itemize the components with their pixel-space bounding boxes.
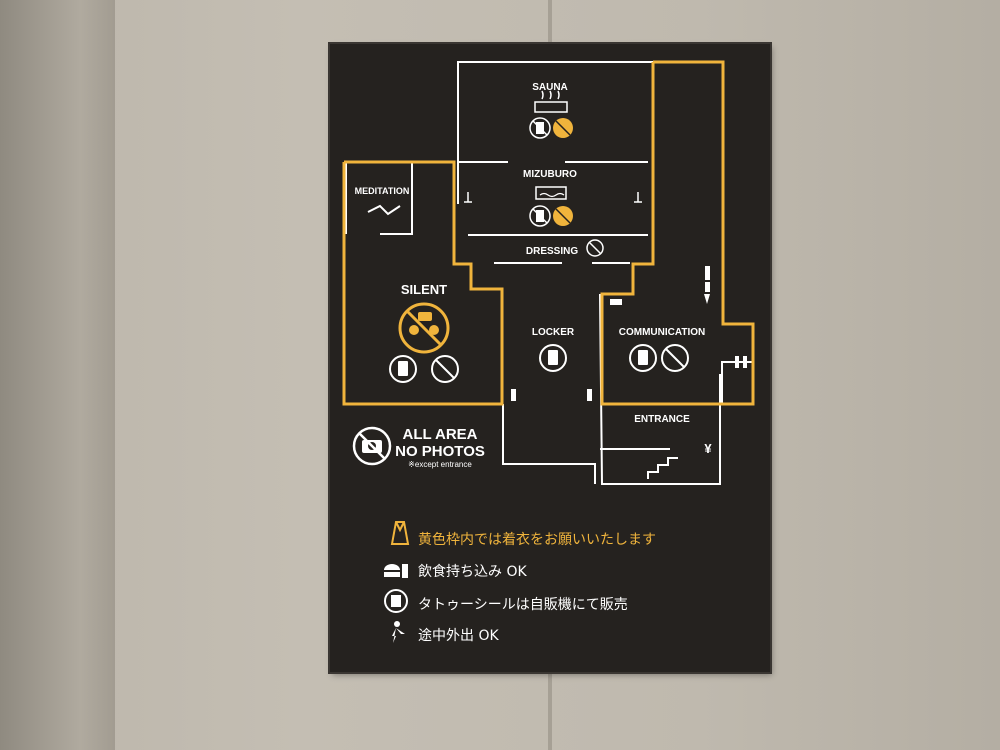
room-label-mizuburo: MIZUBURO: [523, 169, 577, 180]
floor-map-sign: SAUNA MIZUBURO DRESSING MEDITATION SILEN…: [330, 44, 770, 672]
floor-plan: SAUNA MIZUBURO DRESSING MEDITATION SILEN…: [342, 60, 755, 643]
water-bottle-icon: [704, 266, 710, 304]
shower-icon: [634, 192, 642, 203]
no-photos-line1: ALL AREA: [403, 426, 478, 443]
stairs-icon: [647, 457, 678, 479]
no-photos-line2: NO PHOTOS: [395, 443, 485, 460]
hair-dryer-icon: [610, 299, 622, 305]
room-label-sauna: SAUNA: [532, 82, 568, 93]
lounge-chair-icon: [367, 204, 401, 216]
sauna-heater-icon: [534, 90, 568, 113]
robe-icon: [390, 521, 410, 545]
room-label-dressing: DRESSING: [526, 246, 578, 257]
no-photos-note: ※except entrance: [408, 460, 472, 469]
note-going-out-ok: 途中外出 OK: [418, 628, 499, 644]
no-phone-icon: [629, 344, 657, 372]
burger-drink-icon: [384, 564, 408, 578]
tattoo-seal-icon: [384, 589, 408, 613]
cold-bath-icon: [535, 186, 567, 200]
no-camera-icon: [352, 426, 392, 466]
shower-icon: [464, 192, 472, 203]
note-tattoo-seal: タトゥーシールは自販機にて販売: [418, 597, 628, 613]
yen-icon: ¥: [704, 441, 712, 456]
room-label-locker: LOCKER: [532, 327, 575, 338]
wall-pillar: [0, 0, 115, 750]
room-label-meditation: MEDITATION: [355, 186, 410, 196]
no-phone-icon: [389, 355, 417, 383]
no-tattoo-icon: [661, 344, 689, 372]
no-talking-icon: [553, 118, 573, 138]
room-label-communication: COMMUNICATION: [619, 327, 705, 338]
no-tattoo-icon: [431, 355, 459, 383]
walking-person-icon: [392, 621, 405, 643]
no-talking-icon: [553, 206, 573, 226]
no-phone-icon: [539, 344, 567, 372]
no-phone-icon: [529, 205, 551, 227]
note-food-ok: 飲食持ち込み OK: [418, 564, 527, 580]
room-label-entrance: ENTRANCE: [634, 414, 690, 425]
no-talking-icon: [398, 302, 450, 354]
restroom-icon: [735, 356, 747, 368]
room-label-silent: SILENT: [401, 282, 447, 297]
water-bottle-icon: [511, 389, 592, 401]
no-phone-icon: [586, 239, 604, 257]
no-phone-icon: [529, 117, 551, 139]
note-clothing-required: 黄色枠内では着衣をお願いいたします: [418, 532, 656, 548]
